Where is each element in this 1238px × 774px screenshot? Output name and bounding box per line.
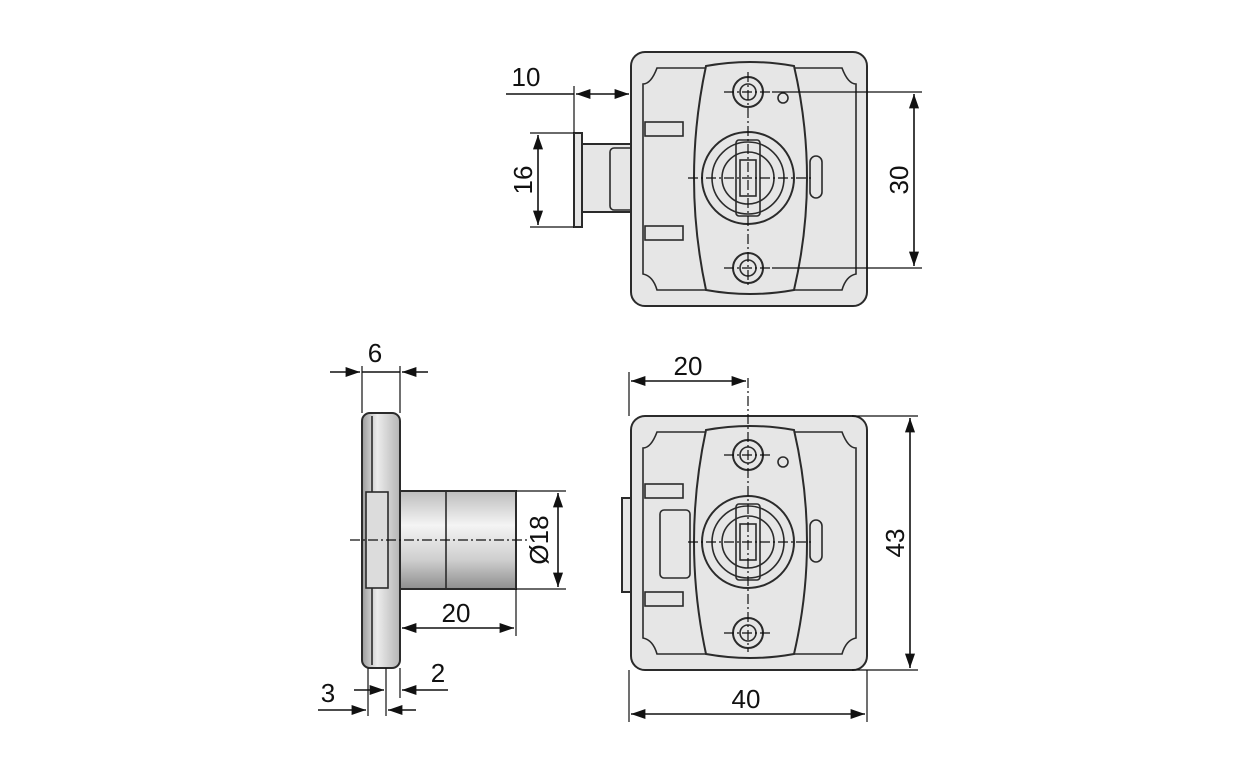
dim-thickness-3: 3 [321, 678, 335, 708]
housing-recess [642, 431, 857, 655]
dim-width-40: 40 [732, 684, 761, 714]
dim-flange-6: 6 [368, 338, 382, 368]
latch-plate [573, 132, 583, 228]
side-view: 6 Ø18 20 3 2 [318, 338, 566, 716]
guide-lower [644, 225, 684, 241]
dim-tongue-16: 16 [508, 166, 538, 195]
top-view: 10 16 30 [506, 51, 922, 307]
dim-thickness-2: 2 [431, 658, 445, 688]
dim-cylinder-20: 20 [442, 598, 471, 628]
pin-hole [777, 456, 789, 468]
dim-center-20: 20 [674, 351, 703, 381]
dim-offset-10: 10 [512, 62, 541, 92]
front-view: 20 43 40 [621, 351, 918, 722]
guide-upper [644, 121, 684, 137]
latch-bolt [581, 143, 633, 213]
dim-height-43: 43 [880, 529, 910, 558]
side-slot [809, 519, 823, 563]
guide-upper [644, 483, 684, 499]
housing-recess [642, 67, 857, 291]
pin-hole [777, 92, 789, 104]
guide-lower [644, 591, 684, 607]
dim-holes-30: 30 [884, 166, 914, 195]
dim-diameter-18: Ø18 [524, 515, 554, 564]
latch-slot [659, 509, 691, 579]
side-slot [809, 155, 823, 199]
